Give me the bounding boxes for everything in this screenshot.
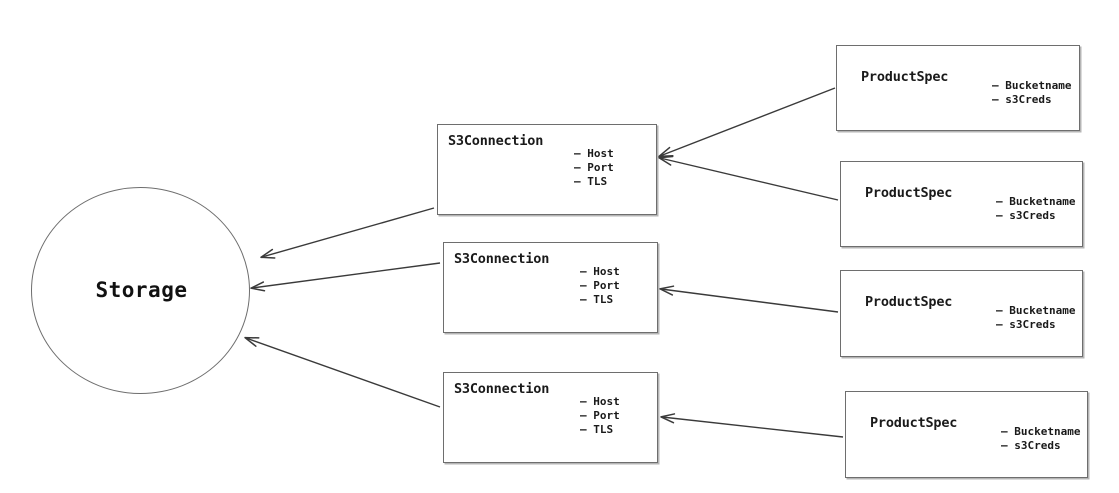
- attribute-row: – Bucketname: [992, 79, 1072, 92]
- productspec-node-attributes: – Bucketname– s3Creds: [992, 79, 1071, 107]
- s3connection-node-title: S3Connection: [448, 133, 544, 149]
- productspec-node-attributes: – Bucketname– s3Creds: [996, 195, 1075, 223]
- productspec-node[interactable]: ProductSpec – Bucketname– s3Creds: [840, 161, 1083, 247]
- productspec-node[interactable]: ProductSpec – Bucketname– s3Creds: [836, 45, 1080, 131]
- attribute-row: – s3Creds: [996, 209, 1056, 222]
- attribute-row: – Port: [580, 409, 620, 422]
- edge-arrow: [260, 207, 435, 259]
- s3connection-node[interactable]: S3Connection – Host– Port– TLS: [443, 372, 658, 463]
- attribute-row: – Host: [580, 265, 620, 278]
- productspec-node[interactable]: ProductSpec – Bucketname– s3Creds: [840, 270, 1083, 357]
- attribute-row: – TLS: [580, 293, 614, 306]
- s3connection-node-title: S3Connection: [454, 251, 550, 267]
- attribute-row: – TLS: [574, 175, 608, 188]
- edge-arrow: [658, 155, 839, 201]
- productspec-node-title: ProductSpec: [861, 69, 949, 85]
- edge-arrow: [658, 87, 836, 158]
- attribute-row: – Port: [574, 161, 614, 174]
- attribute-row: – Port: [580, 279, 620, 292]
- s3connection-node-attributes: – Host– Port– TLS: [580, 265, 620, 307]
- attribute-row: – Host: [574, 147, 614, 160]
- attribute-row: – Bucketname: [996, 304, 1076, 317]
- edge-arrow: [660, 413, 844, 438]
- attribute-row: – Bucketname: [996, 195, 1076, 208]
- productspec-node-title: ProductSpec: [865, 294, 953, 310]
- s3connection-node-attributes: – Host– Port– TLS: [580, 395, 620, 437]
- s3connection-node-title: S3Connection: [454, 381, 550, 397]
- attribute-row: – Host: [580, 395, 620, 408]
- attribute-row: – s3Creds: [992, 93, 1052, 106]
- s3connection-node[interactable]: S3Connection – Host– Port– TLS: [443, 242, 658, 333]
- productspec-node-title: ProductSpec: [865, 185, 953, 201]
- storage-circle-node[interactable]: Storage: [31, 187, 250, 394]
- s3connection-node[interactable]: S3Connection – Host– Port– TLS: [437, 124, 657, 215]
- edge-arrow: [659, 285, 839, 313]
- s3connection-node-attributes: – Host– Port– TLS: [574, 147, 614, 189]
- storage-label: Storage: [95, 277, 188, 302]
- productspec-node-title: ProductSpec: [870, 415, 958, 431]
- productspec-node-attributes: – Bucketname– s3Creds: [996, 304, 1075, 332]
- edge-arrow: [244, 336, 441, 408]
- productspec-node[interactable]: ProductSpec – Bucketname– s3Creds: [845, 391, 1088, 478]
- attribute-row: – TLS: [580, 423, 614, 436]
- attribute-row: – s3Creds: [1001, 439, 1061, 452]
- attribute-row: – s3Creds: [996, 318, 1056, 331]
- productspec-node-attributes: – Bucketname– s3Creds: [1001, 425, 1080, 453]
- attribute-row: – Bucketname: [1001, 425, 1081, 438]
- edge-arrow: [250, 262, 441, 292]
